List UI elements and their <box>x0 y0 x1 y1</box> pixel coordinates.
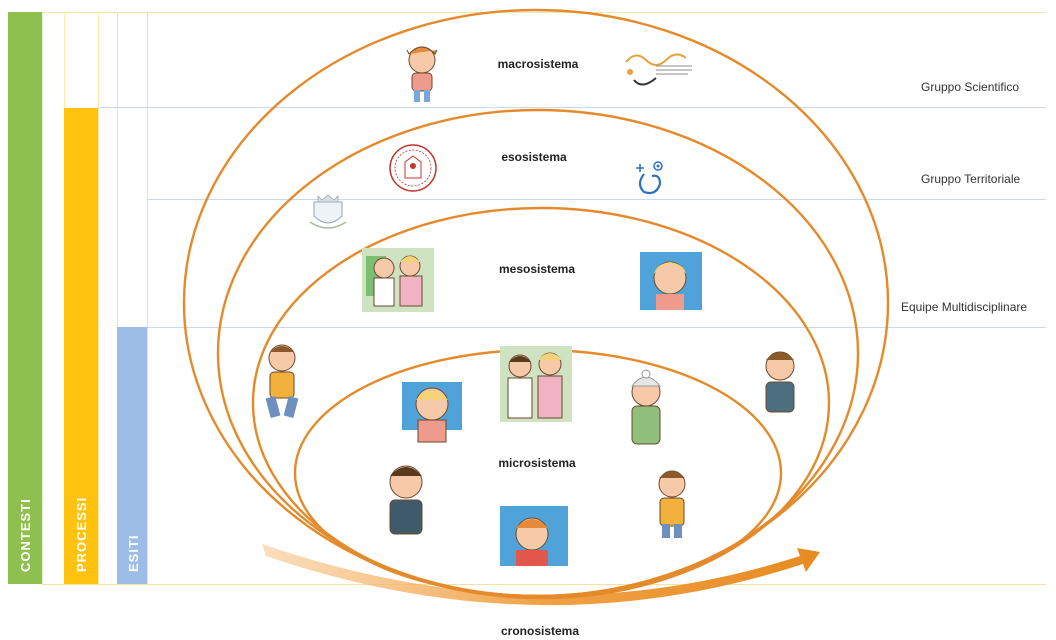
boy-walking-icon <box>265 344 299 418</box>
gruppo-territoriale-label: Gruppo Territoriale <box>921 172 1021 186</box>
parents-couple-icon <box>500 346 572 422</box>
processi-frame-right <box>98 12 99 584</box>
mesosistema-label: mesosistema <box>498 262 576 276</box>
municipality-crest-icon <box>309 194 347 229</box>
macrosistema-label: macrosistema <box>497 57 579 71</box>
bottom-rule <box>42 584 1046 585</box>
grandmother-icon <box>630 369 662 445</box>
territoriale-rule <box>147 199 1046 200</box>
equipe-multidisciplinare-label: Equipe Multidisciplinare <box>901 300 1028 314</box>
mesosistema-ellipse <box>251 206 831 600</box>
esiti-frame-right <box>147 12 148 584</box>
man-portrait-icon <box>389 465 423 535</box>
woman-portrait-icon <box>640 252 702 310</box>
esosistema-label: esosistema <box>501 150 567 164</box>
woman-smiling-icon <box>402 382 462 443</box>
esiti-bar: ESITI <box>117 327 147 584</box>
family-couple-icon <box>362 248 434 312</box>
boy-waving-icon <box>658 470 686 538</box>
contesti-bar: CONTESTI <box>8 12 42 584</box>
university-seal-icon <box>389 144 437 192</box>
cronosistema-label: cronosistema <box>500 624 580 638</box>
scientifico-rule <box>98 107 1046 108</box>
cronosistema-arrow <box>262 544 820 606</box>
microsistema-label: microsistema <box>498 456 576 470</box>
processi-frame-left <box>64 12 65 108</box>
multidisciplinare-rule <box>147 327 1046 328</box>
contesti-frame-line <box>42 12 43 584</box>
processi-bar: PROCESSI <box>64 108 98 584</box>
top-rule <box>42 12 1046 13</box>
gruppo-scientifico-label: Gruppo Scientifico <box>921 80 1020 94</box>
spiral-logo-icon <box>636 161 663 195</box>
association-logo-icon <box>625 53 692 86</box>
girl-character-icon <box>406 46 438 102</box>
esiti-frame-left <box>117 12 118 327</box>
child-portrait-icon <box>500 506 568 566</box>
boy-portrait-icon <box>765 351 795 413</box>
